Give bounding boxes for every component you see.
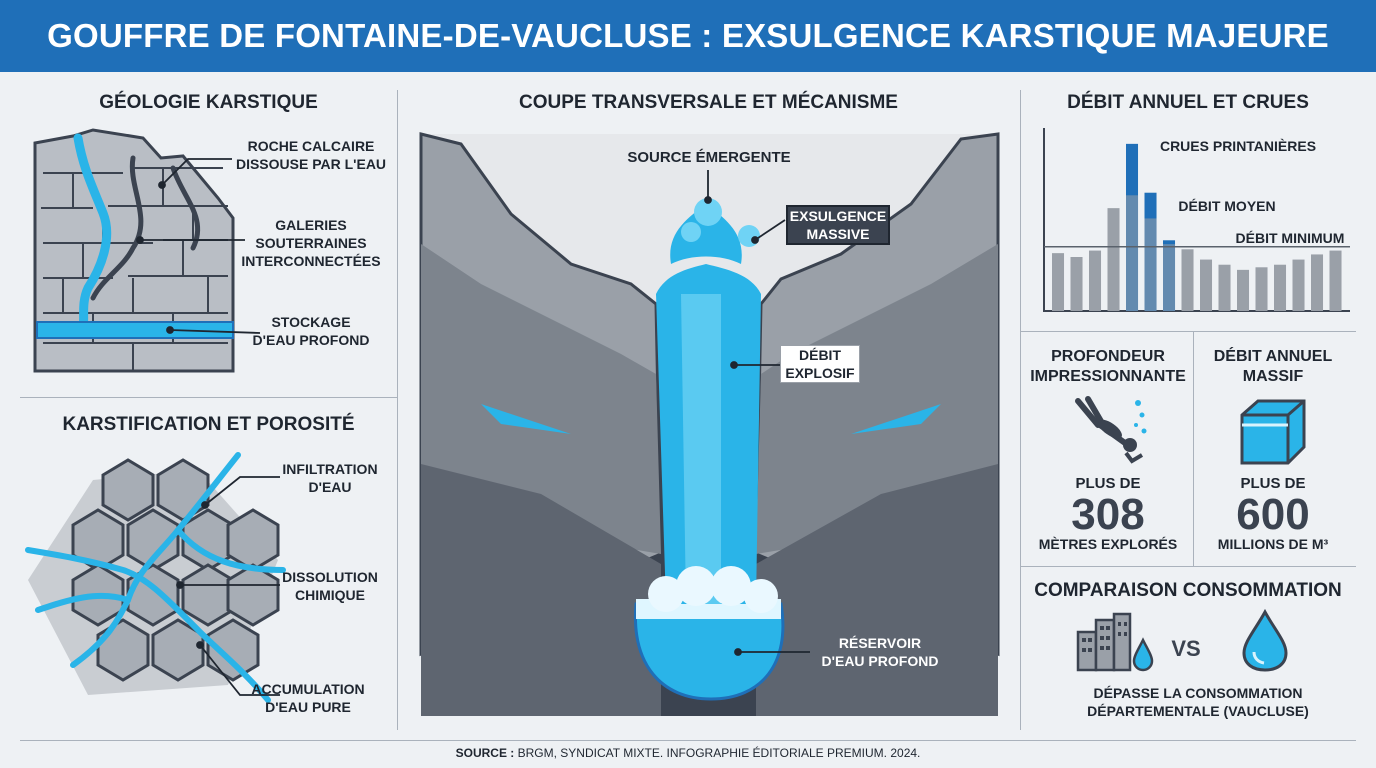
source-label: SOURCE : xyxy=(455,746,515,760)
limestone-block-illustration xyxy=(33,128,235,373)
depth-value: 308 xyxy=(1071,490,1145,539)
buildings-icon xyxy=(1076,612,1154,672)
flow-bar xyxy=(1089,250,1102,311)
source-text: BRGM, SYNDICAT MIXTE. INFOGRAPHIE ÉDITOR… xyxy=(514,746,921,760)
comparison-title: COMPARAISON CONSOMMATION xyxy=(1034,580,1342,601)
flow-bar xyxy=(1329,250,1342,311)
flow-bar xyxy=(1311,254,1324,311)
page-title: GOUFFRE DE FONTAINE-DE-VAUCLUSE : EXSULG… xyxy=(47,17,1329,54)
flow-bar xyxy=(1237,269,1250,311)
flow-bar xyxy=(1200,259,1213,311)
flow-bar xyxy=(1070,257,1083,311)
volume-unit: MILLIONS DE M³ xyxy=(1217,536,1329,552)
flow-bar xyxy=(1255,267,1268,311)
divider-right-mid xyxy=(1020,566,1356,567)
flow-bar xyxy=(1274,264,1287,311)
volume-prefix: PLUS DE xyxy=(1240,475,1306,492)
karst-title: KARSTIFICATION ET POROSITÉ xyxy=(62,414,355,435)
flow-bar-chart xyxy=(1043,128,1350,312)
source-footer: SOURCE : BRGM, SYNDICAT MIXTE. INFOGRAPH… xyxy=(0,746,1376,760)
flow-bar xyxy=(1126,195,1139,311)
volume-value: 600 xyxy=(1236,490,1310,539)
label-floods: CRUES PRINTANIÈRES xyxy=(1159,138,1317,154)
flow-bar xyxy=(1144,218,1157,311)
flow-bar xyxy=(1218,264,1231,311)
depth-prefix: PLUS DE xyxy=(1075,475,1141,492)
divider-right xyxy=(1020,90,1021,730)
divider-right-top xyxy=(1020,331,1356,332)
water-cube-icon xyxy=(1240,399,1306,465)
divider-left xyxy=(397,90,398,730)
section-title: COUPE TRANSVERSALE ET MÉCANISME xyxy=(519,92,898,113)
diver-icon xyxy=(1075,396,1147,464)
water-drop-icon xyxy=(1242,608,1288,672)
vs-label: VS xyxy=(1171,636,1201,661)
porosity-hexagon-illustration xyxy=(25,452,286,703)
flow-bar xyxy=(1181,249,1194,311)
label-source-emergente: SOURCE ÉMERGENTE xyxy=(627,149,791,166)
divider-left-mid xyxy=(20,397,397,398)
depth-unit: MÈTRES EXPLORÉS xyxy=(1038,536,1178,552)
flow-bar xyxy=(1052,253,1065,311)
geology-title: GÉOLOGIE KARSTIQUE xyxy=(99,92,318,113)
label-mean-flow: DÉBIT MOYEN xyxy=(1178,198,1276,214)
flow-bar xyxy=(1163,244,1176,311)
header-banner: GOUFFRE DE FONTAINE-DE-VAUCLUSE : EXSULG… xyxy=(0,0,1376,72)
divider-footer xyxy=(20,740,1356,741)
flow-bar xyxy=(1107,208,1120,311)
section-leader-lines xyxy=(704,170,810,656)
divider-stats xyxy=(1193,331,1194,566)
flow-bar xyxy=(1292,259,1305,311)
karst-leader-lines xyxy=(176,476,280,696)
flow-chart-title: DÉBIT ANNUEL ET CRUES xyxy=(1067,92,1309,113)
cross-section-illustration xyxy=(419,132,1000,716)
label-min-flow: DÉBIT MINIMUM xyxy=(1235,230,1345,246)
geology-leader-lines xyxy=(136,158,261,334)
